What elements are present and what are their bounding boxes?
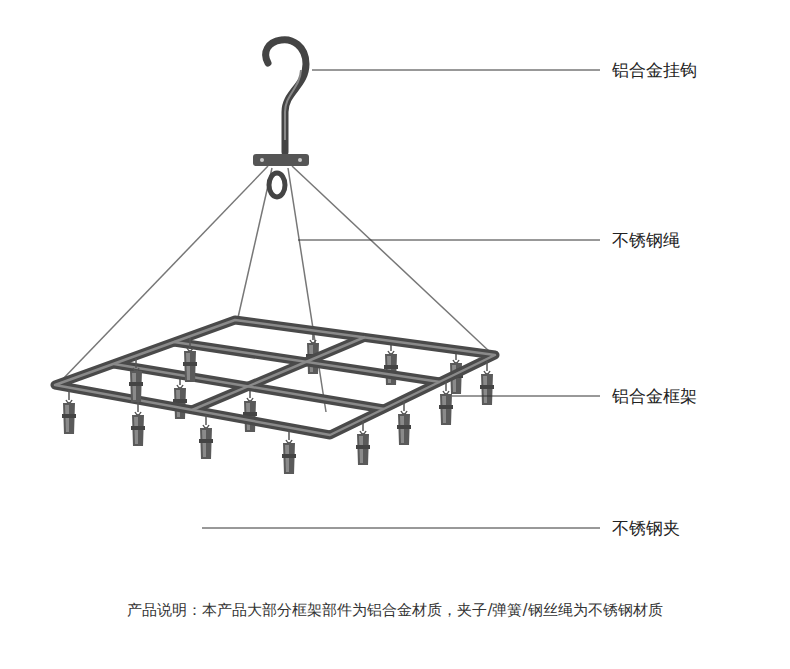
aluminium-hook <box>253 40 309 197</box>
part-label-wrap: 不锈钢夹 <box>612 517 680 540</box>
part-label: 不锈钢夹 <box>612 518 680 538</box>
steel-cable <box>60 166 490 412</box>
caption: 产品说明：本产品大部分框架部件为铝合金材质，夹子/弹簧/钢丝绳为不锈钢材质 <box>127 601 662 619</box>
caption-wrap: 产品说明：本产品大部分框架部件为铝合金材质，夹子/弹簧/钢丝绳为不锈钢材质 <box>0 600 790 620</box>
part-label-wrap: 不锈钢绳 <box>612 229 680 252</box>
part-label: 不锈钢绳 <box>612 230 680 250</box>
part-label-wrap: 铝合金框架 <box>612 385 697 408</box>
steel-clip <box>62 338 494 474</box>
aluminium-frame <box>55 320 495 435</box>
part-label: 铝合金挂钩 <box>612 60 697 80</box>
part-label: 铝合金框架 <box>612 386 697 406</box>
part-label-wrap: 铝合金挂钩 <box>612 59 697 82</box>
leader-line <box>202 70 600 528</box>
